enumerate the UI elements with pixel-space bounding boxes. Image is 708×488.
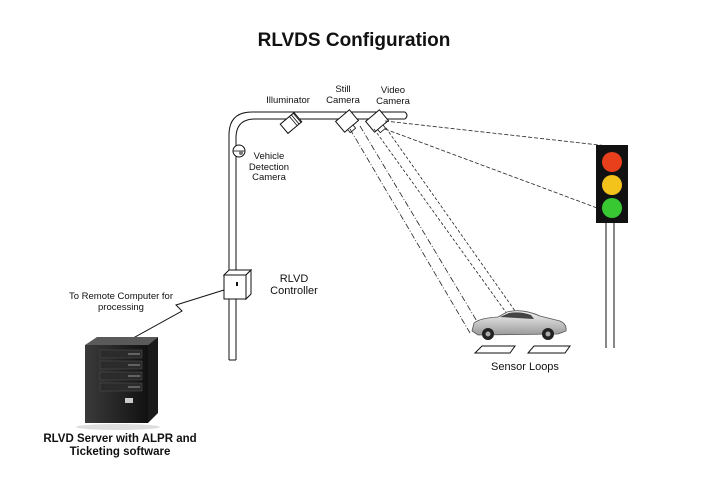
vehicle-detection-camera-icon xyxy=(232,144,246,158)
car-icon xyxy=(471,310,567,340)
illuminator-label: Illuminator xyxy=(266,95,310,106)
still-camera-label: Still Camera xyxy=(326,84,360,106)
illuminator-icon xyxy=(279,111,303,135)
camera-field-of-view-lines xyxy=(349,125,521,334)
server-label: RLVD Server with ALPR and Ticketing soft… xyxy=(43,433,197,458)
video-camera-icon xyxy=(364,109,390,134)
traffic-light-view-lines xyxy=(384,120,609,213)
rlvd-controller-label: RLVD Controller xyxy=(270,273,318,298)
still-camera-icon xyxy=(334,109,360,134)
network-link-line xyxy=(125,289,225,343)
sensor-loops xyxy=(473,345,571,354)
server-icon xyxy=(76,337,160,430)
yellow-light xyxy=(602,175,622,195)
green-light xyxy=(602,198,622,218)
camera-pole xyxy=(228,111,408,361)
diagram-title: RLVDS Configuration xyxy=(257,30,451,51)
red-light xyxy=(602,152,622,172)
video-camera-label: Video Camera xyxy=(376,85,410,107)
rlvd-controller-box xyxy=(222,268,253,301)
sensor-loops-label: Sensor Loops xyxy=(491,361,559,373)
vehicle-detection-camera-label: Vehicle Detection Camera xyxy=(248,151,290,184)
remote-computer-label: To Remote Computer for processing xyxy=(68,291,173,313)
traffic-light xyxy=(596,145,628,348)
